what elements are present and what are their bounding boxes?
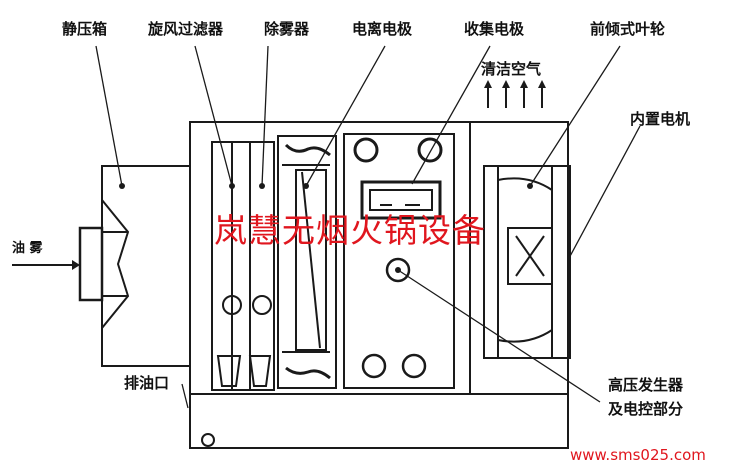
- clean-air-arrows: [487, 86, 543, 108]
- label-hv-generator-line2: 及电控部分: [608, 400, 684, 418]
- main-housing: [189, 121, 569, 395]
- fan-impeller: [483, 165, 571, 359]
- label-motor: 内置电机: [630, 110, 691, 128]
- collecting-electrode-frame: [343, 133, 455, 389]
- plenum-box: [78, 165, 191, 367]
- label-demister: 除雾器: [264, 20, 310, 38]
- leader-lines: [95, 45, 641, 409]
- label-impeller: 前倾式叶轮: [590, 20, 666, 38]
- label-plenum-box: 静压箱: [62, 20, 108, 38]
- site-url: www.sms025.com: [570, 446, 706, 464]
- base-plate: [189, 393, 569, 449]
- watermark-text: 岚慧无烟火锅设备: [214, 211, 486, 250]
- label-ionizing-electrode: 电离电极: [352, 20, 413, 38]
- label-cyclone-filter: 旋风过滤器: [148, 20, 224, 38]
- ionizing-electrode-frame: [277, 135, 337, 389]
- label-hv-generator-line1: 高压发生器: [608, 376, 684, 394]
- label-clean-air: 清洁空气: [481, 60, 542, 78]
- label-drain-outlet: 排油口: [124, 374, 170, 392]
- label-oil-mist: 油 雾: [12, 241, 43, 256]
- filter-section: [211, 141, 275, 391]
- base-bolt: [201, 433, 215, 447]
- label-collecting-electrode: 收集电极: [464, 20, 525, 38]
